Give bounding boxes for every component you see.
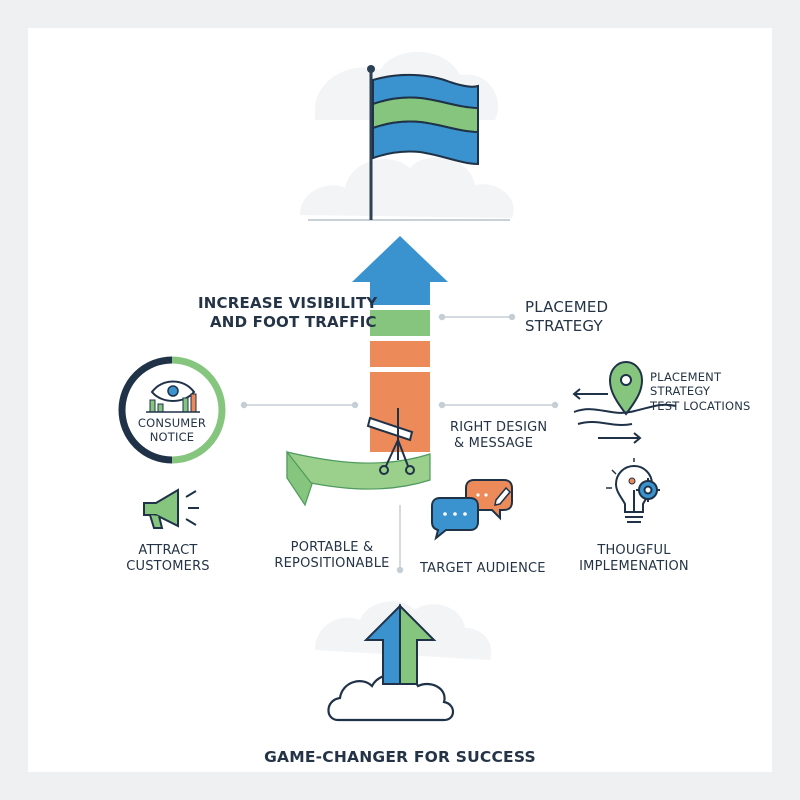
banner-ribbon [286,450,431,507]
cloud-upload-icon [327,603,455,722]
label-right-design: RIGHT DESIGN & MESSAGE [450,420,548,452]
lightbulb-gear-icon [606,458,660,523]
megaphone-icon [143,488,199,529]
flag-icon [367,65,479,220]
map-pin-icon [572,360,677,444]
label-placemed-strategy: PLACEMED STRATEGY [525,298,609,335]
label-target-audience: TARGET AUDIENCE [420,561,546,576]
chat-bubbles-icon [431,479,513,541]
label-attract-customers: ATTRACT CUSTOMERS [126,543,210,575]
label-increase-visibility: INCREASE VISIBILITY AND FOOT TRAFFIC [198,294,378,331]
connector-lines [240,313,559,574]
label-thoughtful-implementation: THOUGFUL IMPLEMENATION [579,543,689,575]
eye-chart-icon [146,380,200,413]
signboard-icon [366,408,415,475]
consumer-notice-ring [118,356,226,464]
label-placement-strategy: PLACEMENT STRATEGY TEST LOCATIONS [650,370,751,413]
bottom-title: GAME-CHANGER FOR SUCCESS [264,748,536,766]
label-portable-repositionable: PORTABLE & REPOSITIONABLE [274,540,390,572]
up-arrow-icon [352,236,448,452]
label-consumer-notice: CONSUMER NOTICE [137,416,207,445]
